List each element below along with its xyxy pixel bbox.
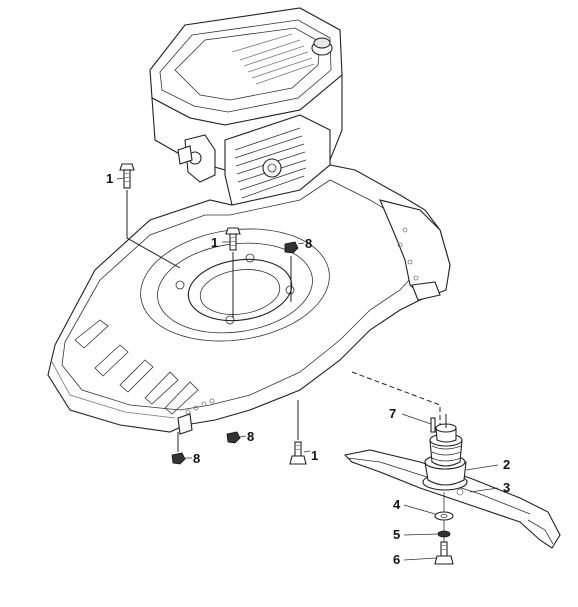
pin (430, 417, 436, 433)
callout-6: 6 (393, 552, 400, 567)
nut-8-upper (284, 241, 299, 302)
blade-bolt (434, 541, 454, 565)
nut-8-middle (226, 431, 241, 444)
mower-deck (47, 164, 451, 435)
callout-labels: 1 1 1 8 8 8 7 2 3 4 5 6 (106, 171, 510, 567)
engine (149, 7, 343, 300)
callout-leaders (116, 177, 499, 561)
washer (434, 511, 454, 521)
bolt-1-lower (289, 400, 307, 465)
callout-1-upper: 1 (106, 171, 113, 186)
bolt-1-upper (119, 163, 181, 269)
callout-8-lower: 8 (193, 451, 200, 466)
nut-8-lower (171, 432, 186, 465)
callout-7: 7 (389, 406, 396, 421)
callout-3: 3 (503, 480, 510, 495)
blade-assembly (343, 414, 561, 565)
callout-1-center: 1 (211, 235, 218, 250)
callout-4: 4 (393, 497, 401, 512)
callout-1-lower: 1 (311, 448, 318, 463)
callout-8-middle: 8 (247, 429, 254, 444)
callout-5: 5 (393, 527, 400, 542)
spindle-axis (351, 371, 441, 425)
blade-adapter (422, 414, 468, 491)
callout-8-upper: 8 (305, 236, 312, 251)
callout-2: 2 (503, 457, 510, 472)
lock-washer (437, 530, 451, 538)
bolt-1-center (225, 227, 241, 318)
